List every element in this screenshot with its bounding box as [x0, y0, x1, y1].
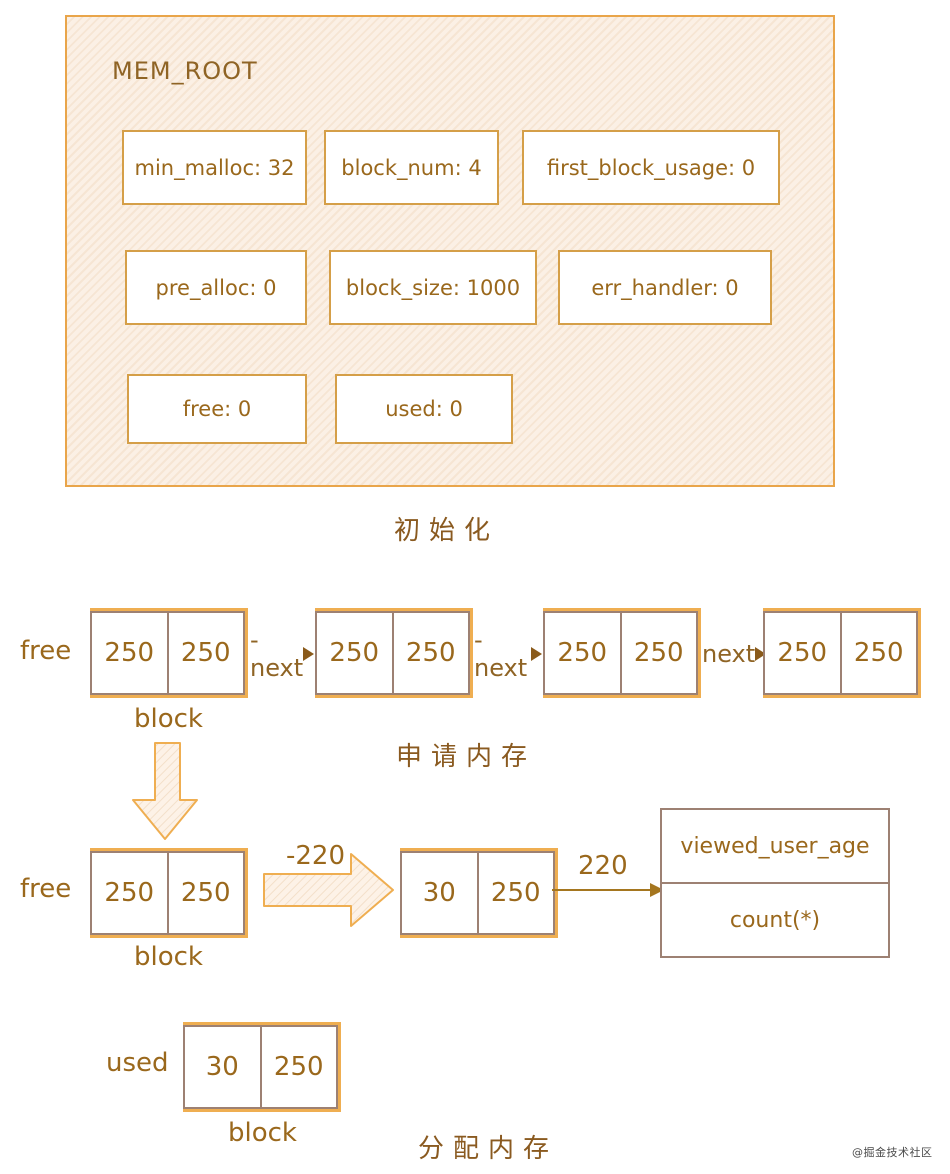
used-label: used [106, 1048, 169, 1078]
next-pointer-3: next [702, 638, 767, 670]
field-first-block-usage: first_block_usage: 0 [522, 130, 780, 205]
shrink-amount-label: -220 [286, 841, 346, 871]
alloc-result-node: 30 250 [400, 848, 558, 938]
node-cell: 250 [166, 613, 244, 693]
node-cell: 30 [205, 1052, 239, 1082]
block-label: block [134, 704, 203, 734]
caption-init: 初始化 [394, 516, 500, 546]
alloc-free-node: 250 250 [90, 848, 248, 938]
down-arrow-icon [132, 742, 198, 840]
alloc-free-label: free [20, 874, 72, 904]
node-cell: 250 [166, 853, 244, 933]
mem-root-title: MEM_ROOT [112, 57, 258, 85]
node-cell: 250 [104, 638, 155, 668]
next-label: next [702, 640, 756, 668]
alloc-block-label: block [134, 942, 203, 972]
node-cell: 250 [476, 853, 554, 933]
dest-row-count: count(*) [662, 882, 888, 956]
watermark: @掘金技术社区 [852, 1146, 933, 1159]
caption-request: 申请内存 [396, 742, 537, 772]
right-arrow-icon [263, 853, 394, 927]
dest-table: viewed_user_age count(*) [660, 808, 890, 958]
free-list-node-1: 250 250 [90, 608, 248, 698]
field-pre-alloc: pre_alloc: 0 [125, 250, 307, 325]
used-block-label: block [228, 1118, 297, 1148]
arrowhead-icon [303, 647, 315, 661]
node-cell: 250 [259, 1027, 337, 1107]
node-cell: 250 [329, 638, 380, 668]
field-free: free: 0 [127, 374, 307, 444]
field-block-num: block_num: 4 [324, 130, 499, 205]
field-err-handler: err_handler: 0 [558, 250, 772, 325]
node-cell: 250 [777, 638, 828, 668]
next-pointer-1: -next [250, 626, 315, 682]
used-node: 30 250 [183, 1022, 341, 1112]
mem-root-panel: MEM_ROOT min_malloc: 32 block_num: 4 fir… [65, 15, 835, 487]
arrowhead-icon [755, 647, 767, 661]
arrowhead-icon [531, 647, 542, 661]
free-list-node-3: 250 250 [543, 608, 701, 698]
dest-row-viewed-user-age: viewed_user_age [680, 833, 870, 859]
node-cell: 250 [104, 878, 155, 908]
field-block-size: block_size: 1000 [329, 250, 537, 325]
caption-allocate: 分配内存 [418, 1134, 559, 1164]
transfer-arrow-icon [552, 883, 664, 897]
node-cell: 250 [391, 613, 469, 693]
next-label: -next [250, 626, 304, 682]
free-list-label: free [20, 636, 72, 666]
node-cell: 30 [422, 878, 456, 908]
next-pointer-2: -next [474, 626, 542, 682]
field-min-malloc: min_malloc: 32 [122, 130, 307, 205]
node-cell: 250 [619, 613, 697, 693]
free-list-node-4: 250 250 [763, 608, 921, 698]
free-list-node-2: 250 250 [315, 608, 473, 698]
transfer-amount-label: 220 [578, 851, 628, 881]
next-label: -next [474, 626, 528, 682]
field-used: used: 0 [335, 374, 513, 444]
node-cell: 250 [839, 613, 917, 693]
node-cell: 250 [557, 638, 608, 668]
